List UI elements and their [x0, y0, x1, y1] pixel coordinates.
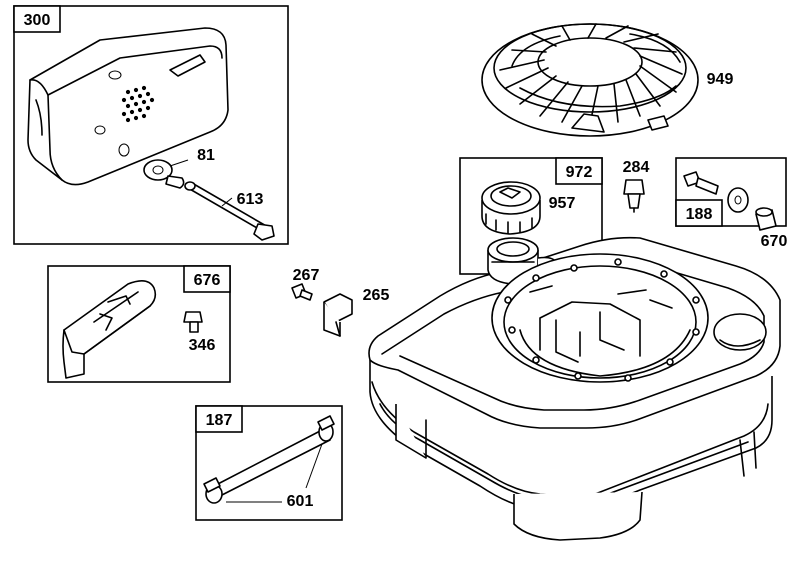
muffler-body [27, 27, 229, 186]
group-972-tag [555, 157, 603, 185]
bolt-part-188 [683, 171, 719, 195]
hose-clamp-upper [317, 415, 335, 442]
callout-81: 81 [197, 147, 215, 164]
callout-957: 957 [549, 195, 576, 212]
callout-265: 265 [363, 287, 390, 304]
group-188-bolt-washer: 188 [675, 157, 787, 227]
callout-949: 949 [707, 71, 734, 88]
bracket-shield [62, 280, 157, 379]
muffler-guard-part-81 [143, 159, 185, 189]
callout-972: 972 [566, 164, 593, 181]
blower-screen-part-949 [481, 23, 699, 137]
group-676-bracket: 676 346 [47, 265, 231, 383]
callout-188: 188 [686, 206, 713, 223]
fuel-tank [368, 236, 781, 541]
callout-676: 676 [194, 272, 221, 289]
group-676-tag [183, 265, 231, 293]
leader-613 [221, 197, 233, 207]
group-300-muffler: 300 81 [13, 5, 289, 245]
callout-346: 346 [189, 337, 216, 354]
callout-613: 613 [237, 191, 264, 208]
callout-601: 601 [287, 493, 314, 510]
fuel-cap-part-957 [481, 181, 541, 235]
group-300-frame [13, 5, 289, 245]
group-187-fuel-line: 187 601 [195, 405, 343, 521]
screw-part-346 [183, 311, 203, 333]
callout-300: 300 [24, 12, 51, 29]
spacer-part-670 [755, 207, 777, 231]
group-188-frame [675, 157, 787, 227]
fuel-hose-part-601 [203, 415, 335, 504]
washer-part-188 [727, 187, 749, 213]
screen-fins [499, 23, 683, 125]
leader-601-b [305, 443, 323, 489]
group-187-frame [195, 405, 343, 521]
group-676-frame [47, 265, 231, 383]
group-972-fuel-cap: 972 957 [459, 157, 603, 275]
group-300-tag [13, 5, 61, 33]
group-188-tag [675, 199, 723, 227]
tank-center-bore [491, 253, 709, 383]
leader-81 [169, 159, 189, 167]
fitting-part-284 [623, 179, 645, 213]
callout-267: 267 [293, 267, 320, 284]
screw-part-267 [291, 283, 313, 301]
muffler-vent-holes [121, 85, 155, 123]
muffler-bolt-part-613 [184, 181, 275, 241]
hose-clamp-lower [203, 477, 223, 504]
tank-side-port [713, 313, 767, 351]
callout-670: 670 [761, 233, 788, 250]
callout-187: 187 [206, 412, 233, 429]
callout-284: 284 [623, 159, 650, 176]
clip-part-265 [323, 293, 353, 337]
group-187-tag [195, 405, 243, 433]
